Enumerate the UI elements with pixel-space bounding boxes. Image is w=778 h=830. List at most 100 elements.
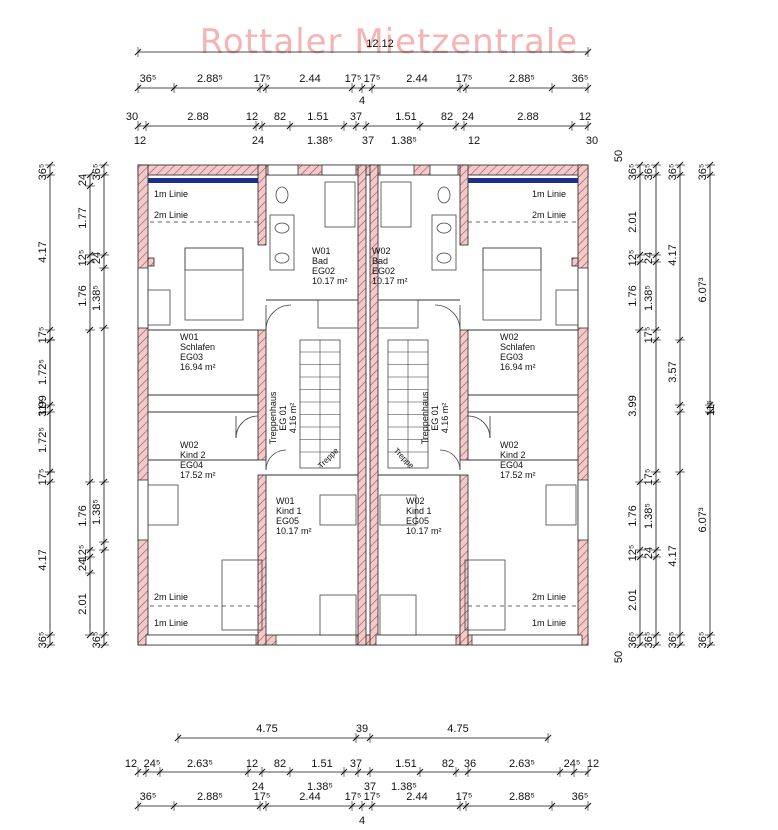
room-label: Bad — [372, 256, 388, 266]
cabinet — [319, 594, 357, 636]
dim-label-l3: 12⁵ — [77, 250, 89, 267]
room-label: 10.17 m² — [406, 526, 442, 536]
dim-label-t2: 37 — [350, 111, 362, 123]
dim-label-t1: 17⁵ — [254, 73, 271, 85]
room-label: 16.94 m² — [180, 362, 216, 372]
dim-label-b3: 36⁵ — [572, 791, 589, 803]
dim-label-l1: 36⁵ — [37, 632, 49, 649]
door-swing — [439, 449, 461, 471]
dim-label-b2b: 37 — [364, 781, 376, 793]
room-label: EG03 — [500, 352, 523, 362]
room-label: W02 — [500, 440, 519, 450]
stair-label: 4.16 m² — [440, 403, 450, 434]
dim-label-l3: 12⁵ — [77, 545, 89, 562]
room-label: EG04 — [500, 460, 523, 470]
dim-label-l3: 24 — [77, 174, 89, 186]
dim-label-b2b: 1.38⁵ — [307, 781, 333, 793]
room-label: 16.94 m² — [500, 362, 536, 372]
dim-label-b2: 1.51 — [395, 758, 416, 770]
dim-label-t2b: 24 — [252, 135, 264, 147]
wall-inner-stair-right — [459, 329, 469, 461]
dim-label-t2: 30 — [126, 111, 138, 123]
wall-right — [577, 164, 589, 646]
bed — [464, 559, 506, 631]
height-line-label: 1m Linie — [154, 189, 188, 199]
window-side-1 — [137, 267, 149, 329]
height-line-label: 2m Linie — [154, 210, 188, 220]
dim-label-b3: 17⁵ — [254, 791, 271, 803]
window-8 — [375, 634, 457, 646]
dim-label-b1: 4.75 — [447, 723, 468, 735]
dim-label-b3: 17⁵ — [345, 791, 362, 803]
door-swing — [235, 415, 259, 439]
dim-label-b2: 2.63⁵ — [187, 758, 213, 770]
room-label: EG02 — [312, 266, 335, 276]
wall-party-left — [357, 164, 367, 646]
cabinet — [555, 289, 579, 326]
dim-label-l1: 4.17 — [37, 549, 49, 570]
sink — [274, 252, 290, 264]
stair-label: EG 01 — [430, 405, 440, 431]
dim-label-t2: 2.88 — [187, 111, 208, 123]
dim-label-b2: 24⁵ — [564, 758, 581, 770]
window-7 — [275, 634, 357, 646]
dim-label-t1: 2.44 — [406, 73, 427, 85]
room-label: EG04 — [180, 460, 203, 470]
dim-label-r1: 2.01 — [627, 211, 639, 232]
dim-label-b2: 37 — [350, 758, 362, 770]
window-top-1 — [148, 178, 258, 183]
height-line-label: 2m Linie — [154, 592, 188, 602]
dim-label-l1: 17⁵ — [37, 327, 49, 344]
room-label: Kind 2 — [500, 450, 526, 460]
wall-inner-bath-right — [459, 164, 469, 246]
dim-label-r1: 3.99 — [627, 395, 639, 416]
dim-label-l1: 4.17 — [37, 241, 49, 262]
dim-label-r3: 36⁵ — [667, 164, 679, 181]
dim-label-t2b: 30 — [586, 135, 598, 147]
dim-label-t1: 17⁵ — [456, 73, 473, 85]
dim-label-t1: 17⁵ — [364, 73, 381, 85]
room-label: Kind 1 — [276, 506, 302, 516]
room-label: Schlafen — [500, 342, 535, 352]
window-3 — [379, 164, 415, 176]
dim-label-r2: 24 — [643, 252, 655, 264]
dim-label-b3: 2.88⁵ — [197, 791, 223, 803]
dim-label-r4: 6.07³ — [697, 507, 709, 532]
dim-label-l2: 1.72⁵ — [37, 359, 49, 385]
sink — [274, 222, 290, 234]
toilet — [437, 186, 451, 204]
cabinet — [379, 494, 417, 526]
cabinet — [545, 484, 577, 526]
height-line-label: 1m Linie — [532, 189, 566, 199]
cabinet — [147, 289, 171, 326]
dim-label-t2: 1.51 — [307, 111, 328, 123]
dim-label-r1: 12⁵ — [627, 250, 639, 267]
room-label: EG05 — [276, 516, 299, 526]
dim-label-l4: 1.38⁵ — [91, 499, 103, 525]
room-label: Bad — [312, 256, 328, 266]
dim-label-r1: 1.76 — [627, 285, 639, 306]
dim-label-r1: 36⁵ — [627, 632, 639, 649]
sink — [436, 252, 452, 264]
dim-label-b2b: 24 — [252, 781, 264, 793]
room-label: 17.52 m² — [180, 470, 216, 480]
wall-party-right — [369, 164, 379, 646]
dim-label-r2: 36⁵ — [643, 164, 655, 181]
dim-label-b3-sub: 4 — [359, 815, 365, 827]
dim-label-overall: 12.12 — [366, 38, 394, 50]
dim-label-r3: 4.17 — [667, 545, 679, 566]
dim-label-r2: 17⁵ — [643, 469, 655, 486]
dim-label-r4: 6.07³ — [697, 277, 709, 302]
room-label: W02 — [500, 332, 519, 342]
dim-label-b1: 4.75 — [256, 723, 277, 735]
room-label: EG05 — [406, 516, 429, 526]
room-label: W02 — [180, 440, 199, 450]
dim-label-r2: 24 — [643, 547, 655, 559]
stair-direction: Treppe — [392, 446, 416, 470]
room-label: 10.17 m² — [372, 276, 408, 286]
dim-label-b3: 17⁵ — [456, 791, 473, 803]
dim-label-l1: 17⁵ — [37, 469, 49, 486]
dim-label-b2: 24⁵ — [144, 758, 161, 770]
dim-label-r3: 3.57 — [667, 361, 679, 382]
